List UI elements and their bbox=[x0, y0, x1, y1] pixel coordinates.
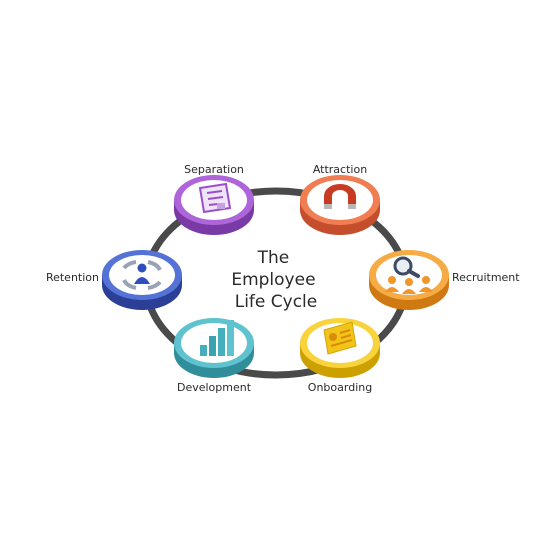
stage-label-recruitment: Recruitment bbox=[452, 271, 520, 284]
title-line-2: Employee bbox=[231, 270, 315, 290]
stage-label-attraction: Attraction bbox=[313, 163, 367, 176]
stage-attraction: Attraction bbox=[300, 163, 380, 235]
stage-separation: Separation bbox=[174, 163, 254, 235]
stage-label-development: Development bbox=[177, 381, 252, 394]
stage-onboarding: Onboarding bbox=[300, 318, 380, 394]
person-cycle-icon bbox=[122, 260, 162, 290]
document-icon bbox=[198, 182, 232, 214]
stage-label-separation: Separation bbox=[184, 163, 244, 176]
stage-recruitment: Recruitment bbox=[369, 250, 520, 310]
id-card-icon bbox=[323, 321, 357, 355]
title-line-3: Life Cycle bbox=[235, 292, 318, 312]
stage-retention: Retention bbox=[46, 250, 182, 310]
magnifier-people-icon bbox=[385, 256, 433, 294]
stage-label-retention: Retention bbox=[46, 271, 99, 284]
magnet-icon bbox=[324, 184, 356, 209]
stage-label-onboarding: Onboarding bbox=[308, 381, 372, 394]
stage-development: Development bbox=[174, 318, 254, 394]
bar-chart-icon bbox=[200, 320, 234, 356]
center-title: The Employee Life Cycle bbox=[231, 248, 320, 312]
title-line-1: The bbox=[257, 248, 290, 268]
